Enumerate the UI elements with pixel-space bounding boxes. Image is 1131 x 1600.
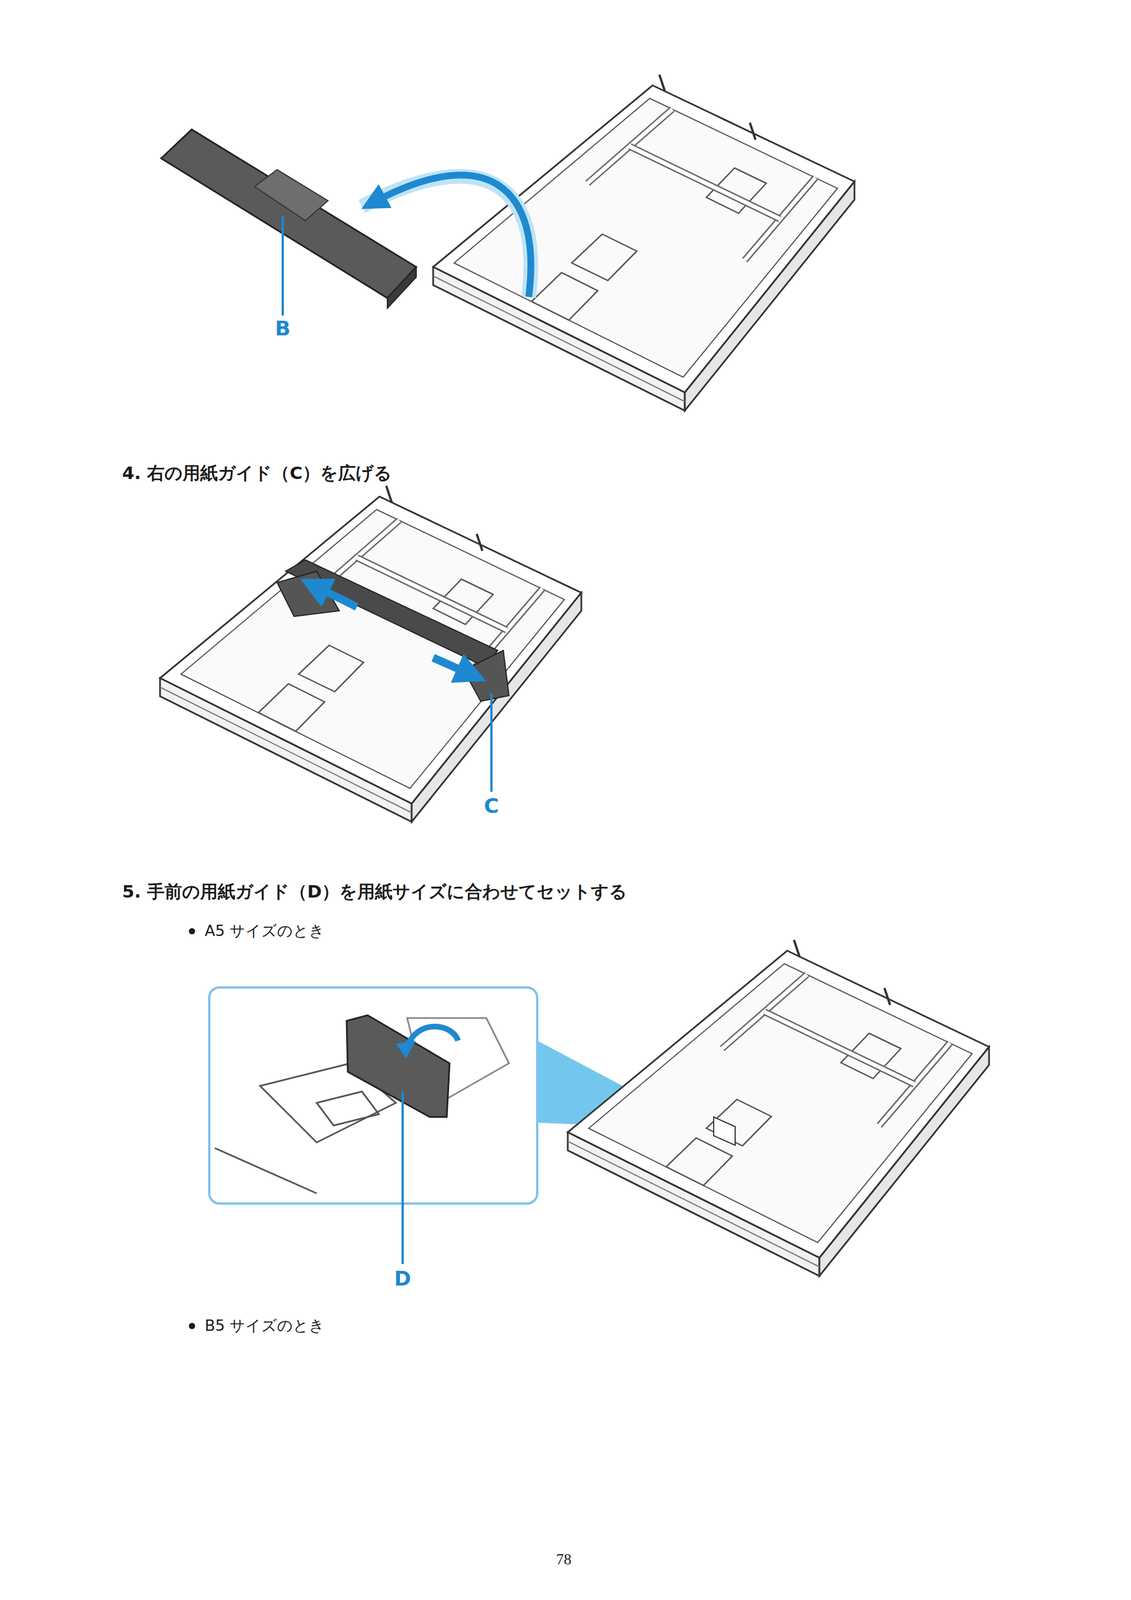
page-number: 78 xyxy=(556,1550,572,1569)
step-heading: 5. 手前の用紙ガイド（D）を用紙サイズに合わせてセットする xyxy=(122,879,628,904)
tray-figure-1 xyxy=(161,74,855,411)
bullet xyxy=(188,927,196,935)
part-letter: D xyxy=(394,1266,412,1290)
bullet xyxy=(188,1322,196,1329)
bullet-text: A5 サイズのとき xyxy=(204,920,325,941)
step-heading: 4. 右の用紙ガイド（C）を広げる xyxy=(122,461,392,486)
part-letter: B xyxy=(274,316,291,340)
bullet-text: B5 サイズのとき xyxy=(204,1315,325,1336)
part-letter: C xyxy=(484,793,499,818)
tray-figure-2 xyxy=(160,485,582,822)
tray-figure-3 xyxy=(209,939,990,1276)
